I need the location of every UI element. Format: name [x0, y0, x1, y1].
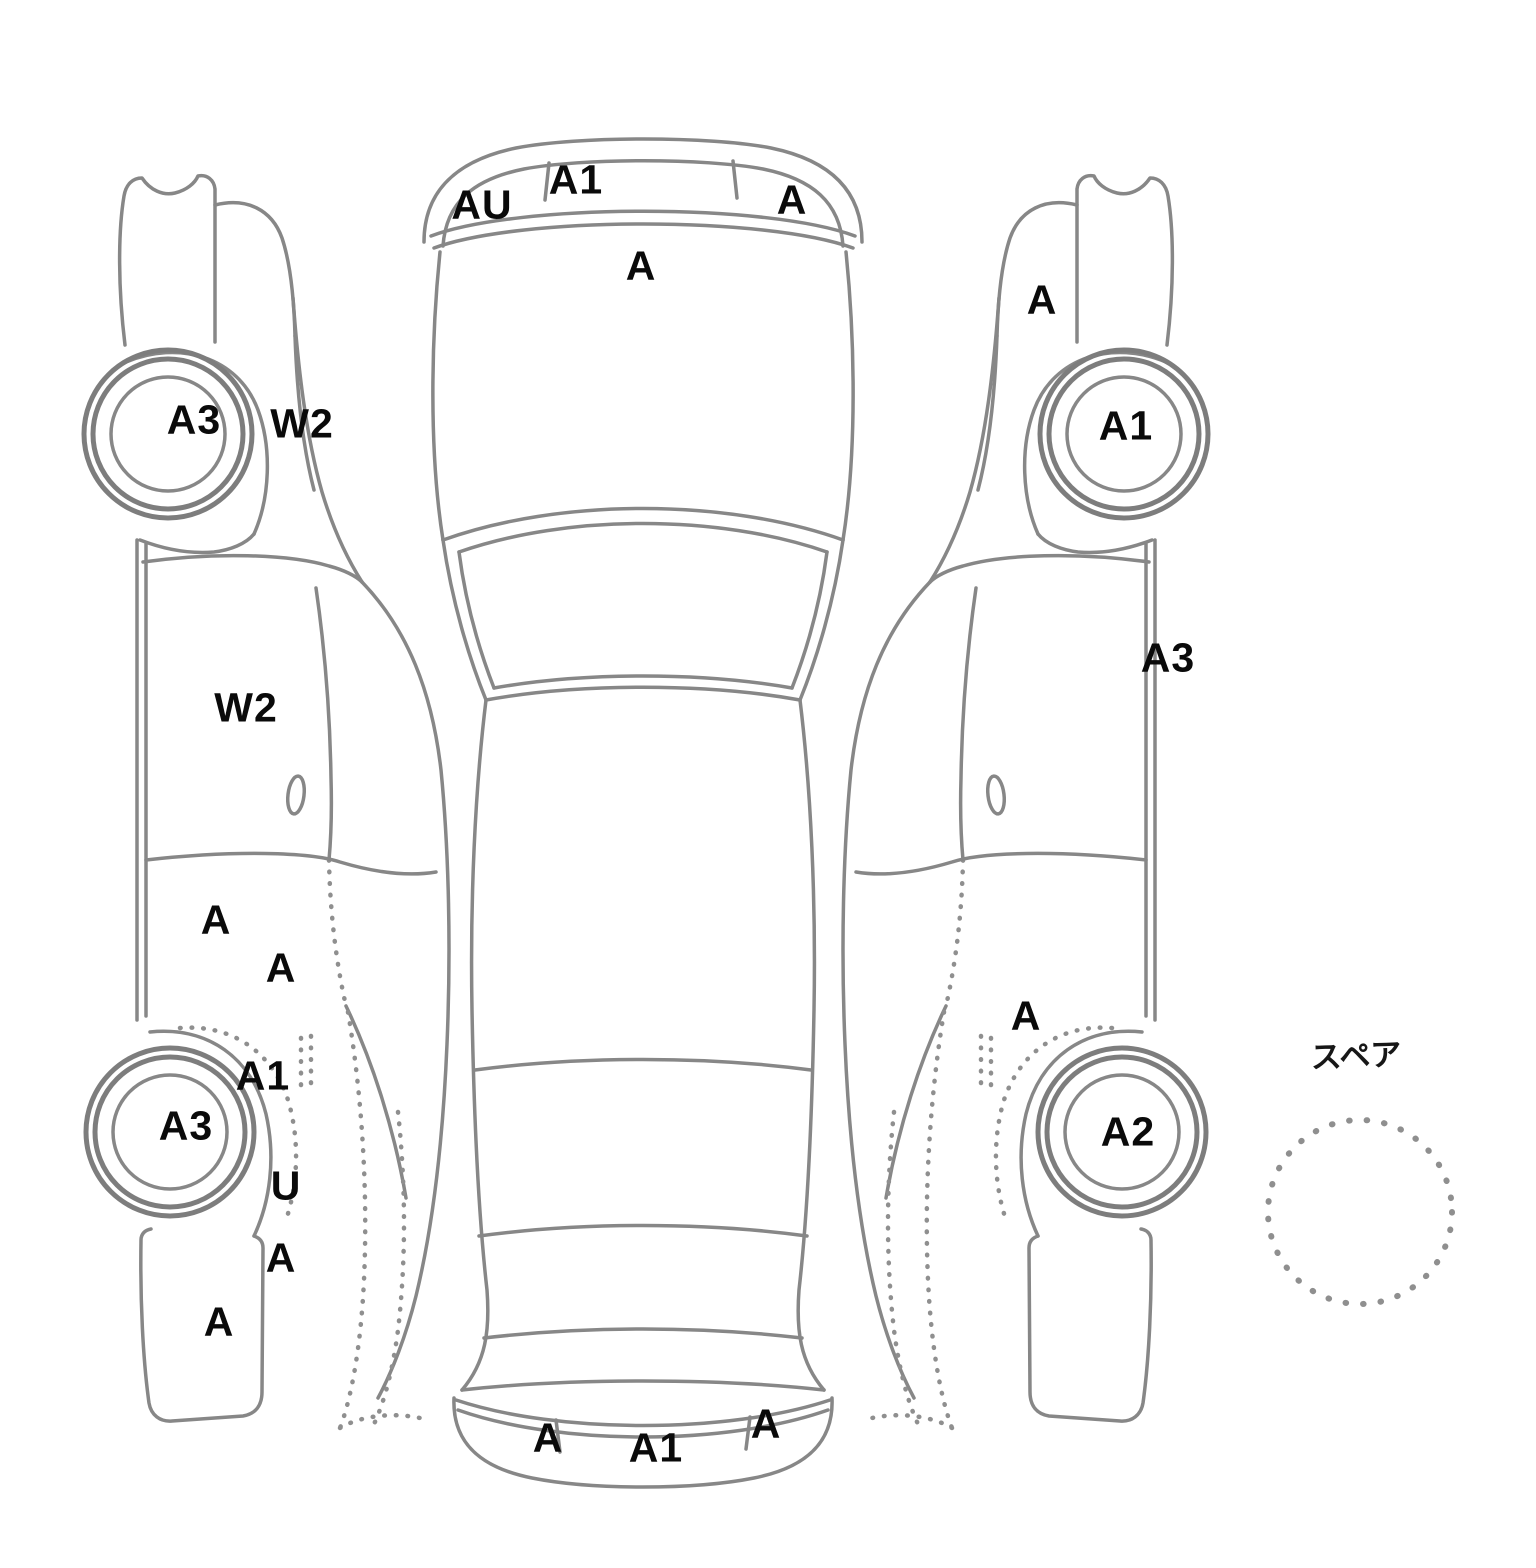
damage-code-right-rear-wheel: A2	[1100, 1108, 1156, 1155]
damage-code-left-front-door-lower: A	[200, 896, 232, 943]
damage-code-hood: A	[625, 242, 657, 289]
damage-code-right-sill: A3	[1140, 634, 1196, 681]
damage-code-left-rear-door: A	[265, 944, 297, 991]
right-side-outline	[843, 176, 1208, 1432]
damage-code-left-rear-quarter-lower: U	[270, 1162, 302, 1209]
damage-code-rear-bumper-center: A1	[628, 1424, 684, 1471]
damage-code-left-windshield: W2	[270, 400, 334, 447]
damage-code-front-bumper-left: AU	[451, 181, 513, 228]
damage-code-front-bumper-right: A	[776, 176, 808, 223]
spare-tire-circle	[1265, 1117, 1455, 1307]
damage-code-rear-bumper-right: A	[750, 1400, 782, 1447]
damage-code-left-front-door: W2	[214, 684, 278, 731]
damage-code-rear-bumper-left: A	[532, 1414, 564, 1461]
damage-code-right-front-fender: A	[1026, 276, 1058, 323]
damage-code-left-rear-quarter: A1	[235, 1052, 291, 1099]
damage-code-right-rear-quarter: A	[1010, 992, 1042, 1039]
spare-tire-label: スペア	[1309, 1036, 1403, 1076]
damage-code-left-rear-wheel: A3	[158, 1102, 214, 1149]
damage-code-right-front-wheel: A1	[1098, 402, 1154, 449]
top-view-outline	[422, 137, 864, 1489]
damage-code-front-bumper-center: A1	[548, 156, 604, 203]
damage-code-left-rear-bumper-side: A	[265, 1234, 297, 1281]
damage-code-left-front-wheel: A3	[166, 396, 222, 443]
left-side-outline	[81, 173, 451, 1435]
damage-code-left-rear-bumper: A	[203, 1298, 235, 1345]
